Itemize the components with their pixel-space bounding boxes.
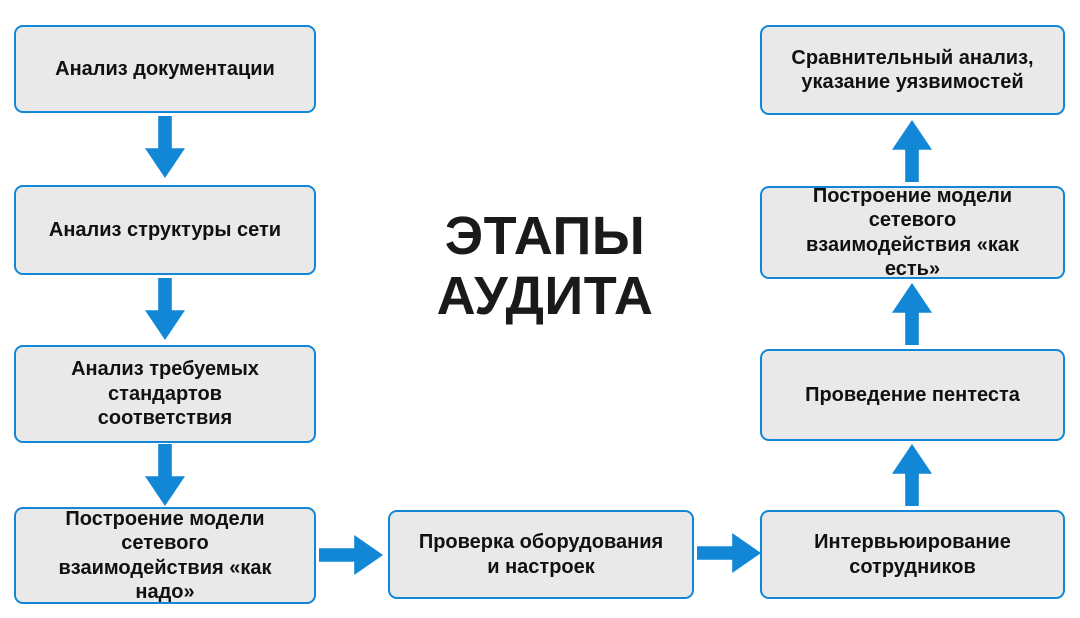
step-label-model-as-is: Построение модели сетевого взаимодействи… bbox=[806, 184, 1019, 280]
arrow-up-icon-1 bbox=[892, 444, 932, 506]
arrow-down-icon-3 bbox=[145, 444, 185, 506]
step-box-model-as-is: Построение модели сетевого взаимодействи… bbox=[760, 184, 1065, 280]
arrow-up-icon-2 bbox=[892, 283, 932, 345]
arrow-down-icon-2 bbox=[145, 278, 185, 340]
step-box-analyze-network: Анализ структуры сети bbox=[14, 185, 316, 275]
title-line-2: АУДИТА bbox=[436, 266, 654, 327]
arrow-down-icon-1 bbox=[145, 116, 185, 178]
step-label-pentest: Проведение пентеста bbox=[805, 383, 1020, 406]
step-box-comparative: Сравнительный анализ, указание уязвимост… bbox=[760, 25, 1065, 115]
step-label-analyze-standards: Анализ требуемых стандартов соответствия bbox=[71, 358, 259, 430]
step-label-check-equipment: Проверка оборудования и настроек bbox=[418, 531, 664, 578]
arrow-right-icon-1 bbox=[319, 535, 383, 575]
arrow-up-icon-3 bbox=[892, 120, 932, 182]
step-label-interview: Интервьюирование сотрудников bbox=[814, 531, 1011, 578]
step-box-interview: Интервьюирование сотрудников bbox=[760, 510, 1065, 599]
title-line-1: ЭТАПЫ bbox=[444, 206, 646, 266]
step-box-model-as-needed: Построение модели сетевого взаимодействи… bbox=[14, 507, 316, 604]
step-box-analyze-docs: Анализ документации bbox=[14, 25, 316, 113]
step-label-analyze-network: Анализ структуры сети bbox=[48, 218, 282, 241]
step-box-analyze-standards: Анализ требуемых стандартов соответствия bbox=[14, 345, 316, 443]
step-label-comparative: Сравнительный анализ, указание уязвимост… bbox=[791, 46, 1034, 93]
arrow-right-icon-2 bbox=[697, 533, 761, 573]
step-box-check-equipment: Проверка оборудования и настроек bbox=[388, 510, 694, 599]
step-label-analyze-docs: Анализ документации bbox=[55, 57, 275, 80]
diagram-title: ЭТАПЫ АУДИТА bbox=[385, 206, 705, 327]
step-box-pentest: Проведение пентеста bbox=[760, 349, 1065, 441]
step-label-model-as-needed: Построение модели сетевого взаимодействи… bbox=[58, 507, 272, 603]
